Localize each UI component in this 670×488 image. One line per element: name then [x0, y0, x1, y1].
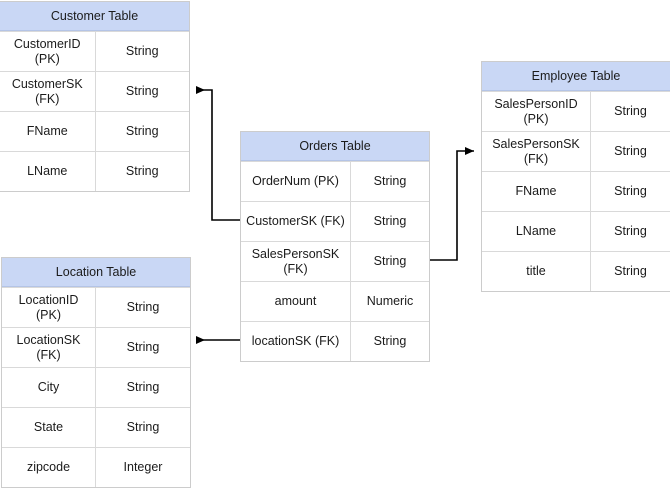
table-row[interactable]: FName String — [0, 111, 189, 151]
relationship-orders-to-employee — [430, 147, 474, 261]
column-name: OrderNum (PK) — [241, 162, 351, 201]
table-row[interactable]: CustomerID (PK) String — [0, 31, 189, 71]
table-title-orders: Orders Table — [241, 132, 429, 161]
column-name: CustomerSK (FK) — [0, 72, 96, 111]
column-type: String — [126, 300, 160, 315]
table-row[interactable]: locationSK (FK) String — [241, 321, 429, 361]
column-type: String — [126, 380, 160, 395]
column-name: City — [2, 368, 96, 407]
table-row[interactable]: CustomerSK (FK) String — [241, 201, 429, 241]
table-row[interactable]: amount Numeric — [241, 281, 429, 321]
table-title-location: Location Table — [2, 258, 190, 287]
table-title-employee: Employee Table — [482, 62, 670, 91]
column-type: String — [614, 224, 647, 239]
column-type: String — [125, 44, 159, 59]
column-type: String — [125, 164, 159, 179]
table-row[interactable]: LocationSK (FK) String — [2, 327, 190, 367]
column-name: zipcode — [2, 448, 96, 487]
relationship-orders-to-customer — [196, 86, 240, 221]
table-row[interactable]: FName String — [482, 171, 670, 211]
column-type: String — [373, 254, 407, 269]
table-row[interactable]: title String — [482, 251, 670, 291]
column-name: FName — [482, 172, 591, 211]
column-type: String — [373, 174, 407, 189]
table-row[interactable]: LName String — [0, 151, 189, 191]
table-row[interactable]: City String — [2, 367, 190, 407]
column-name: State — [2, 408, 96, 447]
entity-table-employee[interactable]: Employee Table SalesPersonID (PK) String… — [481, 61, 670, 292]
column-type: String — [126, 420, 160, 435]
entity-table-customer[interactable]: Customer Table CustomerID (PK) String Cu… — [0, 1, 190, 192]
column-name: LName — [482, 212, 591, 251]
column-name: LName — [0, 152, 96, 191]
column-type: String — [614, 144, 647, 159]
column-type: String — [373, 334, 407, 349]
table-row[interactable]: CustomerSK (FK) String — [0, 71, 189, 111]
table-row[interactable]: zipcode Integer — [2, 447, 190, 487]
column-name: SalesPersonID (PK) — [482, 92, 591, 131]
entity-table-orders[interactable]: Orders Table OrderNum (PK) String Custom… — [240, 131, 430, 362]
column-type: String — [126, 340, 160, 355]
column-name: LocationSK (FK) — [2, 328, 96, 367]
column-type: String — [373, 214, 407, 229]
column-type: Integer — [123, 460, 163, 475]
column-name: CustomerID (PK) — [0, 32, 96, 71]
column-type: String — [125, 84, 159, 99]
column-name: CustomerSK (FK) — [241, 202, 351, 241]
table-row[interactable]: SalesPersonSK (FK) String — [482, 131, 670, 171]
column-name: LocationID (PK) — [2, 288, 96, 327]
table-row[interactable]: SalesPersonSK (FK) String — [241, 241, 429, 281]
column-type: String — [614, 184, 647, 199]
table-row[interactable]: LName String — [482, 211, 670, 251]
column-name: amount — [241, 282, 351, 321]
table-row[interactable]: LocationID (PK) String — [2, 287, 190, 327]
column-type: String — [614, 264, 647, 279]
column-name: locationSK (FK) — [241, 322, 351, 361]
column-type: Numeric — [366, 294, 414, 309]
column-type: String — [125, 124, 159, 139]
table-row[interactable]: SalesPersonID (PK) String — [482, 91, 670, 131]
entity-table-location[interactable]: Location Table LocationID (PK) String Lo… — [1, 257, 191, 488]
table-title-customer: Customer Table — [0, 2, 189, 31]
column-name: SalesPersonSK (FK) — [241, 242, 351, 281]
table-row[interactable]: OrderNum (PK) String — [241, 161, 429, 201]
column-name: SalesPersonSK (FK) — [482, 132, 591, 171]
column-type: String — [614, 104, 647, 119]
column-name: title — [482, 252, 591, 291]
column-name: FName — [0, 112, 96, 151]
table-row[interactable]: State String — [2, 407, 190, 447]
